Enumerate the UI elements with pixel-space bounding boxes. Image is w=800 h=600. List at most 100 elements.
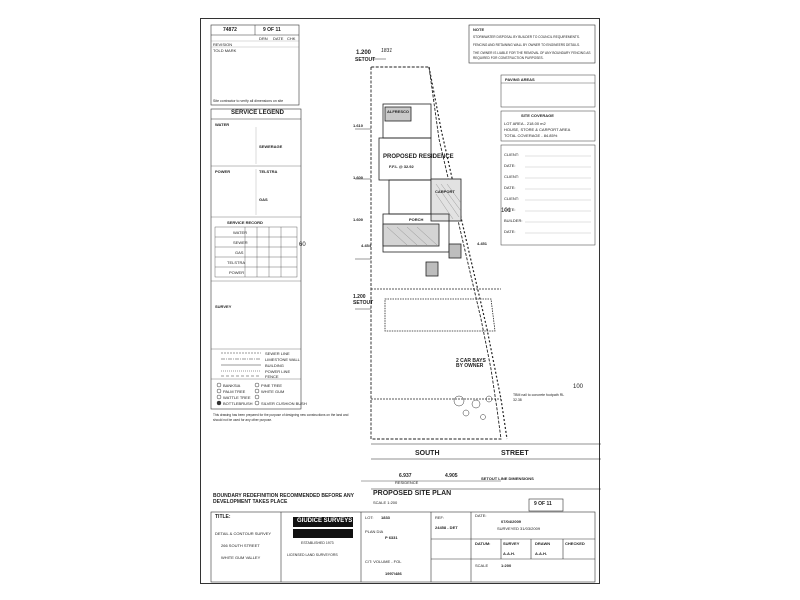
lot-100: 100 [573,384,584,390]
lot-101: 101 [501,208,512,214]
setback-3: 1.600 [353,175,364,180]
rev-header-date: DATE [273,36,284,41]
line-sewer: SEWER LINE [265,351,290,356]
lot-value: 1833 [381,515,390,520]
legend-water: WATER [215,122,230,127]
record-telstra: TELSTRA [227,260,246,265]
legend-sewerage: SEWERAGE [259,144,283,149]
date-field-4: DATE: [504,229,516,234]
survey-value: A.A.H. [503,551,515,556]
paving-title: PAVING AREAS [505,77,535,82]
title-line-3: WHITE GUM VALLEY [221,555,261,560]
record-power: POWER [229,270,245,275]
ct-value: 1997/486 [385,571,402,576]
note-3: THE OWNER IS LIABLE FOR THE REMOVAL OF A… [473,51,591,60]
legend-power: POWER [215,169,231,174]
line-building: BUILDING [265,363,284,368]
rev-header-chk: CHK [287,36,296,41]
note-1: STORMWATER DISPOSAL BY BUILDER TO COUNCI… [473,35,580,39]
setback-4: 1.600 [353,217,364,222]
plan-value: P 6331 [385,535,398,540]
carport-label: CARPORT [435,189,455,194]
house-area: HOUSE, STORE & CARPORT AREA [504,127,571,132]
setout-bottom: SETOUT [353,300,374,306]
title-label: TITLE: [215,514,231,520]
company-logo: GIUDICE SURVEYS [297,518,353,524]
date-label: DATE: [475,513,487,518]
date-field-3: DATE: [504,207,516,212]
dim-4451: 4.451 [477,241,488,246]
lot-1831: 1831 [381,48,393,54]
title-line-2: 266 SOUTH STREET [221,543,260,548]
rev-header-drn: DRN [259,36,268,41]
dim-4905: 4.905 [445,473,458,479]
ref-value: 24458 - DET [435,525,458,530]
redefinition-warning: BOUNDARY REDEFINITION RECOMMENDED BEFORE… [213,493,354,505]
surveyed-date: SURVEYED 31/03/2009 [497,526,541,531]
client-field-2: CLIENT: [504,174,519,179]
dim-residence: RESIDENCE [395,480,419,485]
survey-sheet: 74872 9 OF 11 DRN DATE CHK REVISION TOLD… [200,18,601,584]
ct-label: C/T: VOLUME - FOL [365,559,402,564]
street-name-1: SOUTH [415,450,440,457]
date-field-2: DATE: [504,185,516,190]
client-field-1: CLIENT: [504,152,519,157]
datum-label: DATUM: [475,541,491,546]
plan-label: PLAN DIA [365,529,384,534]
plan-scale: SCALE 1:200 [373,500,398,505]
record-water: WATER [233,230,247,235]
builder-field: BUILDER: [504,218,523,223]
tree-silver-cushion: SILVER CUSHION BUSH [261,401,307,406]
survey-header: SURVEY [503,541,520,546]
ref-label: REF: [435,515,445,520]
service-record-title: SERVICE RECORD [227,220,263,225]
company-est: ESTABLISHED 1973 [301,541,334,545]
tree-banksia: BANKSIA [223,383,241,388]
dim-4454: 4.454 [361,243,372,248]
legend-footnote: This drawing has been prepared for the p… [213,413,349,422]
company-licensed: LICENSED LAND SURVEYORS [287,553,338,557]
dims-note: Site contractor to verify all dimensions… [213,99,284,103]
note-title: NOTE [473,27,485,32]
checked-header: CHECKED [565,541,585,546]
car-bays-label: 2 CAR BAYS BY OWNER [456,358,486,369]
tree-bottlebrush: BOTTLEBRUSH [223,401,253,406]
setback-top: 1.200 [356,50,372,56]
site-plan-drawing [210,24,601,583]
record-sewer: SEWER [233,240,248,245]
date-field-1: DATE: [504,163,516,168]
lot-60: 60 [299,242,306,248]
sheet-number-top: 9 OF 11 [263,27,281,33]
coverage-title: SITE COVERAGE [521,113,554,118]
street-name-2: STREET [501,450,529,457]
line-power: POWER LINE [265,369,291,374]
plan-title: PROPOSED SITE PLAN [373,490,452,497]
revision-row: TOLD MARK [213,48,237,53]
line-fence: FENCE [265,374,279,379]
line-limestone: LIMESTONE WALL [265,357,300,362]
dim-6937: 6.937 [399,473,412,479]
legend-gas: GAS [259,197,268,202]
sheet-number-bottom: 9 OF 11 [534,501,552,507]
tree-pine: PINE TREE [261,383,283,388]
note-2: FENCING AND RETAINING WALL BY OWNER TO E… [473,43,580,47]
scale-value: 1:200 [501,563,512,568]
legend-survey: SURVEY [215,304,232,309]
setout-top: SETOUT [355,57,376,63]
revision-label: REVISION [213,42,233,47]
client-field-3: CLIENT: [504,196,519,201]
total-coverage: TOTAL COVERAGE - 84.85% [504,133,558,138]
lot-label: LOT: [365,515,374,520]
setout-line-dims: SETOUT LINE DIMENSIONS [481,476,534,481]
date-value: 07/04/2009 [501,519,522,524]
ffl-label: F.F.L @ 32.92 [389,164,414,169]
porch-label: PORCH [409,217,424,222]
tbm-note: TBM nail to concrete footpath RL 32.38 [513,393,565,402]
lot-area: LOT AREA - 218.00 m2 [504,121,546,126]
scale-label: SCALE [475,563,489,568]
record-gas: GAS [235,250,244,255]
setback-5: 1.200 [353,294,366,300]
alfresco-label: ALFRESCO [387,109,409,114]
tree-palm: PALM TREE [223,389,246,394]
title-line-1: DETAIL & CONTOUR SURVEY [215,531,272,536]
